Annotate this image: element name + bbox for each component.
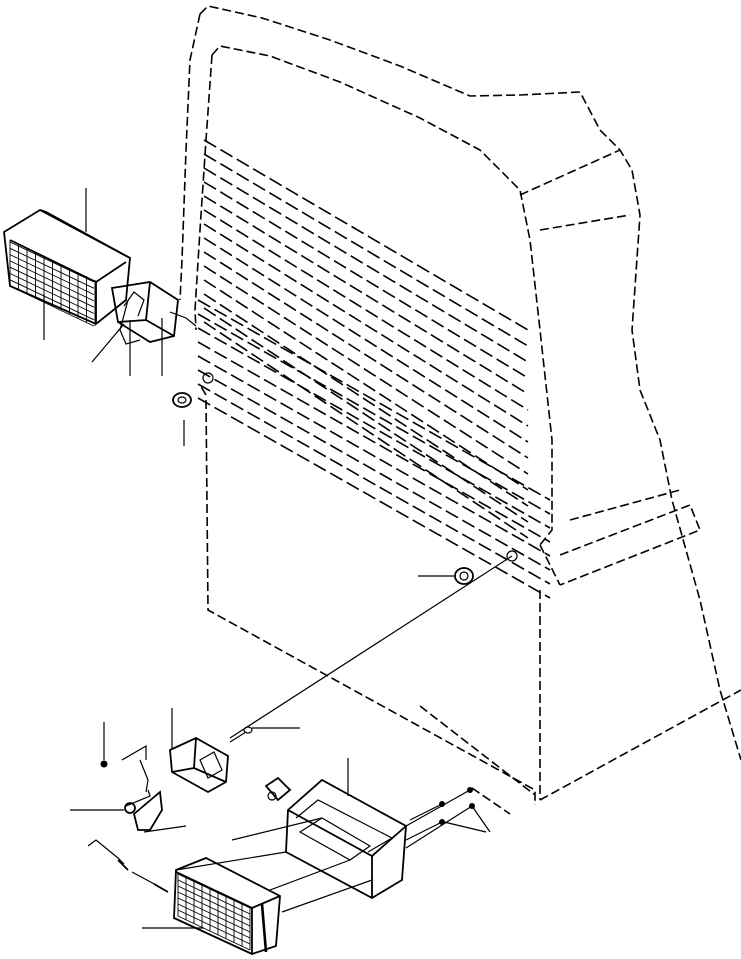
- cab-body-outline: [179, 5, 741, 805]
- rear-window-slats: [197, 139, 551, 599]
- lower-lamp-lens: [177, 872, 251, 951]
- upper-rear-lamp-assembly: [3, 208, 197, 408]
- lower-rear-lamp-exploded: [87, 555, 513, 955]
- upper-lamp-lens: [9, 240, 96, 327]
- callout-leader-lines: [43, 188, 454, 929]
